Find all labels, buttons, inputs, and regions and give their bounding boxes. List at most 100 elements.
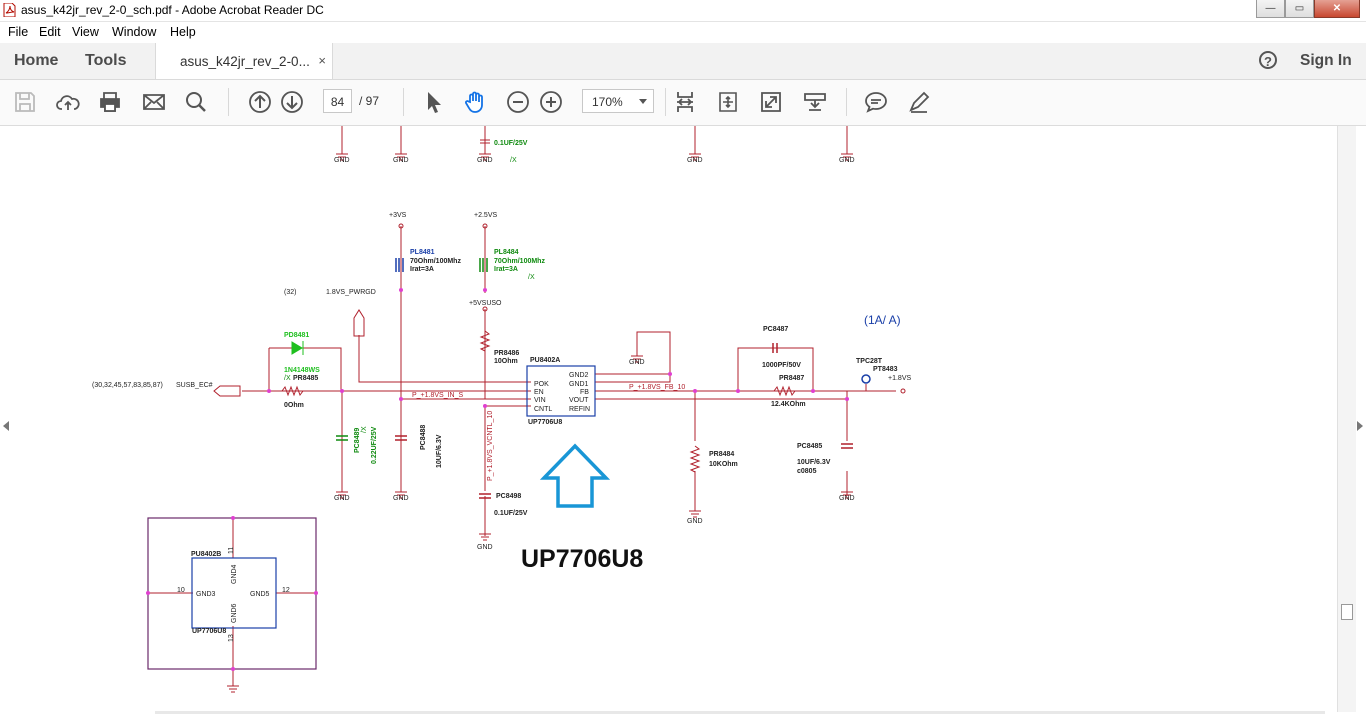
gnd-label: GND — [477, 157, 493, 164]
pl8484-current: Irat=3A — [494, 266, 518, 273]
menu-help[interactable]: Help — [170, 25, 196, 39]
pr8484-ref: PR8484 — [709, 451, 734, 458]
select-arrow-icon[interactable] — [421, 90, 445, 114]
document-viewer[interactable]: GND GND GND GND GND 0.1UF/25V /X +3VS +2… — [0, 126, 1366, 714]
hand-tool-icon[interactable] — [464, 90, 488, 114]
pin-en: EN — [534, 389, 544, 396]
pin-vout: VOUT — [569, 397, 589, 404]
search-icon[interactable] — [184, 90, 208, 114]
pin-gnd4: GND4 — [231, 564, 238, 584]
zoom-value: 170% — [592, 95, 623, 109]
menu-window[interactable]: Window — [112, 25, 157, 39]
pd8481-ref: PD8481 — [284, 332, 309, 339]
pc8498-value: 0.1UF/25V — [494, 510, 528, 517]
pc8489-ref: PC8489 — [354, 428, 361, 453]
cloud-upload-icon[interactable] — [56, 90, 80, 114]
pc8487-value: 1000PF/50V — [762, 362, 801, 369]
pin-gnd3: GND3 — [196, 591, 216, 598]
pin-vin: VIN — [534, 397, 546, 404]
pc8485-value: 10UF/6.3V — [797, 459, 831, 466]
toolbar: 84 / 97 170% — [0, 80, 1366, 126]
pin-12: 12 — [282, 587, 290, 594]
next-page-arrow-icon[interactable] — [1357, 421, 1363, 431]
menu-file[interactable]: File — [8, 25, 29, 39]
ic-name-b: UP7706U8 — [192, 628, 226, 635]
pr8485-value: 0Ohm — [284, 402, 304, 409]
pr8486-ref: PR8486 — [494, 350, 519, 357]
pdf-page[interactable]: GND GND GND GND GND 0.1UF/25V /X +3VS +2… — [14, 126, 1335, 712]
page-up-icon[interactable] — [248, 90, 272, 114]
tab-home[interactable]: Home — [14, 52, 59, 69]
help-icon[interactable]: ? — [1259, 51, 1277, 69]
pin-gnd2: GND2 — [569, 372, 589, 379]
menu-bar: File Edit View Window Help — [0, 22, 1366, 42]
menu-edit[interactable]: Edit — [39, 25, 61, 39]
pc8487-ref: PC8487 — [763, 326, 788, 333]
rail-1-8vs: +1.8VS — [888, 375, 911, 382]
toolbar-separator — [665, 88, 666, 116]
rail-5vsus: +5VSUSO — [469, 300, 502, 307]
email-icon[interactable] — [142, 90, 166, 114]
gnd-label: GND — [687, 518, 703, 525]
scrollbar-thumb[interactable] — [1341, 604, 1353, 620]
gnd-label: GND — [334, 157, 350, 164]
pin-gnd1: GND1 — [569, 381, 589, 388]
page-number-input[interactable]: 84 — [323, 89, 352, 113]
pr8487-value: 12.4KOhm — [771, 401, 806, 408]
pt8483-ref: PT8483 — [873, 366, 898, 373]
pl8481-current: Irat=3A — [410, 266, 434, 273]
page-down-icon[interactable] — [280, 90, 304, 114]
vertical-scrollbar[interactable] — [1337, 126, 1356, 712]
tpc28t-ref: TPC28T — [856, 358, 883, 365]
horizontal-scrollbar[interactable] — [155, 711, 1325, 714]
net-vcntl: P_+1.8VS_VCNTL_10 — [487, 411, 494, 481]
save-icon[interactable] — [13, 90, 37, 114]
toolbar-separator — [228, 88, 229, 116]
pwrgd-net: 1.8VS_PWRGD — [326, 289, 376, 296]
pin-gnd6: GND6 — [231, 603, 238, 623]
schematic-drawing: GND GND GND GND GND 0.1UF/25V /X +3VS +2… — [92, 126, 911, 693]
minimize-button[interactable]: — — [1256, 0, 1285, 18]
pl8484-ref: PL8484 — [494, 249, 519, 256]
gnd-label: GND — [839, 495, 855, 502]
pr8485-ref: PR8485 — [293, 375, 318, 382]
expand-icon[interactable] — [759, 90, 783, 114]
net-in: P_+1.8VS_IN_S — [412, 392, 464, 399]
fit-page-icon[interactable] — [673, 90, 697, 114]
title-bar: asus_k42jr_rev_2-0_sch.pdf - Adobe Acrob… — [0, 0, 1366, 22]
pin-10: 10 — [177, 587, 185, 594]
pc8485-ref: PC8485 — [797, 443, 822, 450]
pen-icon[interactable] — [907, 90, 931, 114]
comment-icon[interactable] — [864, 90, 888, 114]
pl8484-x: /X — [528, 274, 535, 281]
gnd-label: GND — [334, 495, 350, 502]
rail-2-5vs: +2.5VS — [474, 212, 497, 219]
close-button[interactable]: ✕ — [1314, 0, 1360, 18]
gnd-label: GND — [629, 359, 645, 366]
zoom-select[interactable]: 170% — [582, 89, 654, 113]
sign-in-link[interactable]: Sign In — [1300, 52, 1352, 69]
print-icon[interactable] — [98, 90, 122, 114]
zoom-in-icon[interactable] — [539, 90, 563, 114]
zoom-out-icon[interactable] — [506, 90, 530, 114]
pin-pok: POK — [534, 381, 549, 388]
toolbar-separator — [846, 88, 847, 116]
maximize-button[interactable]: ▭ — [1285, 0, 1314, 18]
susb-pages: (30,32,45,57,83,85,87) — [92, 382, 163, 389]
close-tab-icon[interactable]: × — [318, 53, 326, 68]
susb-net: SUSB_EC# — [176, 382, 213, 389]
pr8484-value: 10KOhm — [709, 461, 738, 468]
pl8481-ref: PL8481 — [410, 249, 435, 256]
document-tab-label: asus_k42jr_rev_2-0... — [180, 54, 310, 69]
tab-document[interactable]: asus_k42jr_rev_2-0... × — [155, 43, 333, 79]
gnd-label: GND — [393, 495, 409, 502]
pu8402b-ref: PU8402B — [191, 551, 221, 558]
full-screen-icon[interactable] — [716, 90, 740, 114]
scroll-mode-icon[interactable] — [803, 90, 827, 114]
previous-page-arrow-icon[interactable] — [3, 421, 9, 431]
pin-refin: REFIN — [569, 406, 590, 413]
menu-view[interactable]: View — [72, 25, 99, 39]
window-title: asus_k42jr_rev_2-0_sch.pdf - Adobe Acrob… — [21, 3, 324, 17]
pl8481-value: 70Ohm/100Mhz — [410, 258, 461, 265]
tab-tools[interactable]: Tools — [85, 52, 127, 69]
